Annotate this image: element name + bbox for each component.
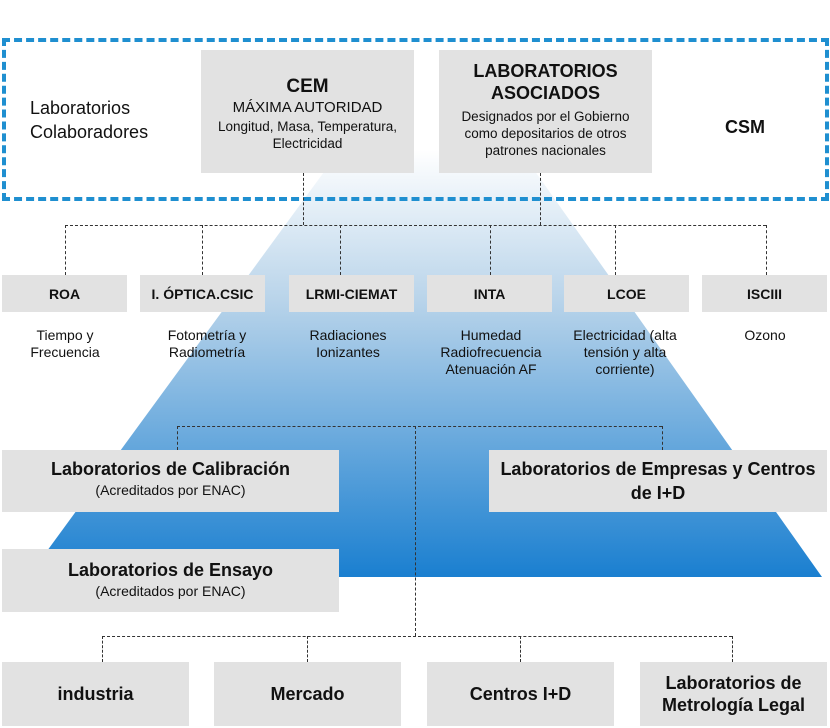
cem-title: CEM — [286, 76, 329, 97]
lab-desc-inta: Humedad Radiofrecuencia Atenuación AF — [440, 327, 542, 377]
asociados-box: LABORATORIOS ASOCIADOS Designados por el… — [439, 50, 652, 173]
calibracion-title: Laboratorios de Calibración — [50, 459, 291, 479]
connector — [540, 173, 541, 225]
lab-name: INTA — [473, 285, 506, 302]
bottom-label: Centros I+D — [469, 683, 572, 704]
connector — [177, 426, 178, 450]
lab-desc-optica: Fotometría y Radiometría — [167, 327, 247, 360]
connector — [490, 225, 491, 275]
lab-box-inta: INTA — [427, 275, 552, 312]
bottom-box-centros: Centros I+D — [427, 662, 614, 726]
calibracion-sub: (Acreditados por ENAC) — [95, 482, 246, 498]
bottom-box-industria: industria — [2, 662, 189, 726]
connector — [102, 636, 732, 637]
csm-label: CSM — [725, 117, 765, 137]
lab-box-roa: ROA — [2, 275, 127, 312]
ensayo-box: Laboratorios de Ensayo (Acreditados por … — [2, 549, 339, 612]
cem-subtitle: MÁXIMA AUTORIDAD — [232, 99, 383, 116]
connector — [766, 225, 767, 275]
lab-name: ROA — [48, 285, 81, 302]
connector — [415, 426, 416, 636]
lab-desc-ciemat: Radiaciones Ionizantes — [309, 327, 387, 360]
cem-box: CEM MÁXIMA AUTORIDAD Longitud, Masa, Tem… — [201, 50, 414, 173]
bottom-box-metrologia: Laboratorios de Metrología Legal — [640, 662, 827, 726]
connector — [202, 225, 203, 275]
lab-desc-roa: Tiempo y Frecuencia — [30, 327, 100, 360]
ensayo-sub: (Acreditados por ENAC) — [95, 583, 246, 599]
lab-name: I. ÓPTICA.CSIC — [151, 285, 254, 302]
asociados-detail: Designados por el Gobierno como deposita… — [461, 109, 630, 158]
connector — [303, 173, 304, 225]
lab-desc-lcoe: Electricidad (alta tensión y alta corrie… — [573, 327, 677, 377]
lab-name: ISCIII — [746, 285, 782, 302]
lab-box-optica: I. ÓPTICA.CSIC — [140, 275, 265, 312]
lab-box-lcoe: LCOE — [564, 275, 689, 312]
bottom-label: Mercado — [270, 683, 345, 704]
lab-name: LRMI-CIEMAT — [305, 285, 398, 302]
bottom-label: industria — [57, 683, 134, 704]
bottom-label: Laboratorios de Metrología Legal — [661, 673, 805, 715]
cem-detail: Longitud, Masa, Temperatura, Electricida… — [217, 119, 398, 151]
connector — [65, 225, 66, 275]
connector — [102, 636, 103, 662]
connector — [177, 426, 662, 427]
lab-desc-isciii: Ozono — [744, 327, 786, 343]
empresas-title: Laboratorios de Empresas y Centros de I+… — [500, 459, 816, 503]
bottom-box-mercado: Mercado — [214, 662, 401, 726]
lab-box-ciemat: LRMI-CIEMAT — [289, 275, 414, 312]
connector — [307, 636, 308, 662]
calibracion-box: Laboratorios de Calibración (Acreditados… — [2, 450, 339, 512]
connector — [340, 225, 341, 275]
connector — [65, 225, 766, 226]
asociados-title: LABORATORIOS ASOCIADOS — [473, 61, 618, 103]
colaboradores-frame — [2, 38, 829, 201]
connector — [662, 426, 663, 450]
colaboradores-label: Laboratorios Colaboradores — [30, 98, 149, 142]
connector — [732, 636, 733, 662]
lab-name: LCOE — [607, 285, 646, 302]
connector — [615, 225, 616, 275]
connector — [520, 636, 521, 662]
lab-box-isciii: ISCIII — [702, 275, 827, 312]
empresas-box: Laboratorios de Empresas y Centros de I+… — [489, 450, 827, 512]
ensayo-title: Laboratorios de Ensayo — [67, 560, 274, 580]
